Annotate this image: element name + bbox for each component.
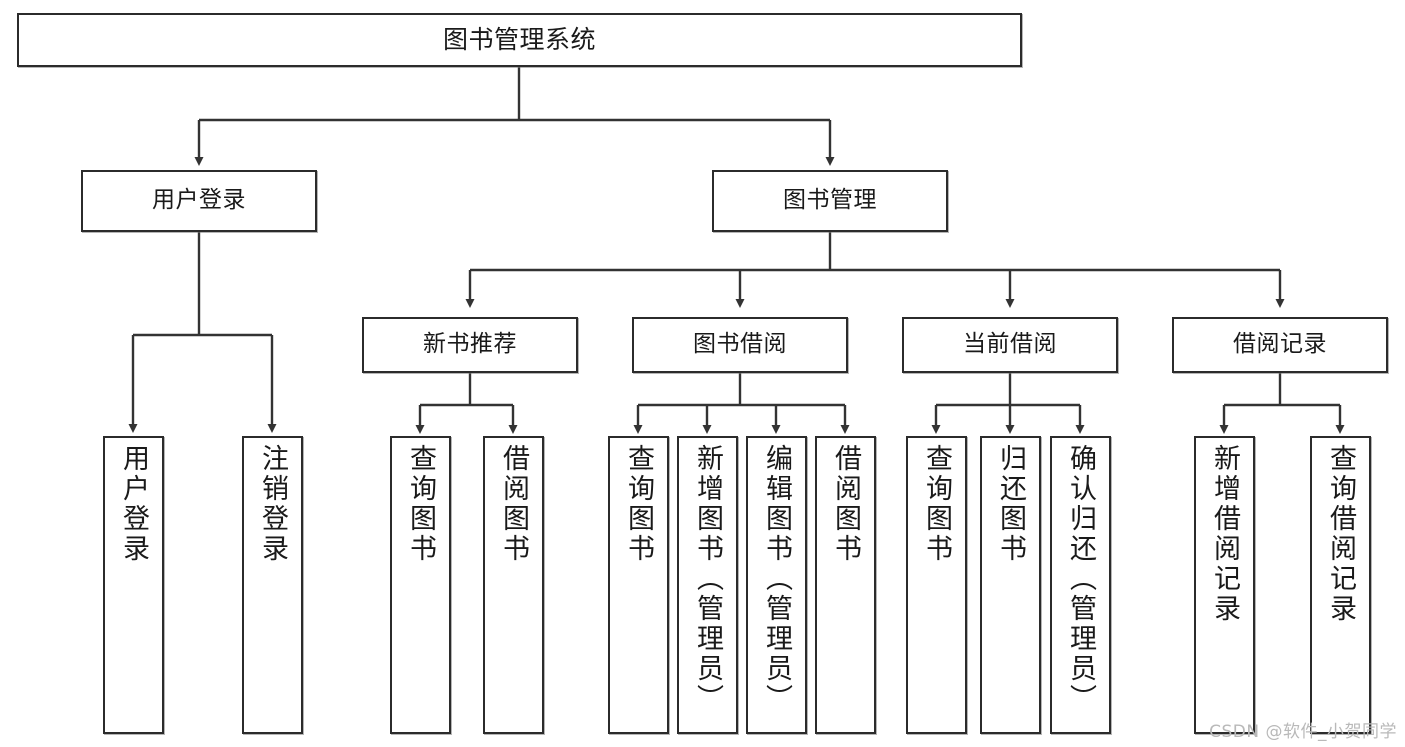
leaf-borrow-book-1[interactable]: 借阅图书 [483,436,544,734]
node-book-management-label: 图书管理 [783,187,877,214]
leaf-add-record[interactable]: 新增借阅记录 [1194,436,1255,734]
node-borrow-record-label: 借阅记录 [1233,331,1327,358]
leaf-return-book[interactable]: 归还图书 [980,436,1041,734]
leaf-edit-book-label: 编辑图书（管理员） [761,444,792,714]
node-book-borrow-label: 图书借阅 [693,331,787,358]
node-user-login[interactable]: 用户登录 [81,170,317,232]
leaf-logout[interactable]: 注销登录 [242,436,303,734]
leaf-query-record[interactable]: 查询借阅记录 [1310,436,1371,734]
leaf-user-login-label: 用户登录 [118,444,149,564]
leaf-query-book-2-label: 查询图书 [623,444,654,564]
node-book-management[interactable]: 图书管理 [712,170,948,232]
leaf-borrow-book-2[interactable]: 借阅图书 [815,436,876,734]
leaf-logout-label: 注销登录 [257,444,288,564]
leaf-add-book[interactable]: 新增图书（管理员） [677,436,738,734]
watermark: CSDN @软件_小贺同学 [1209,722,1397,742]
leaf-confirm-return[interactable]: 确认归还（管理员） [1050,436,1111,734]
node-root[interactable]: 图书管理系统 [17,13,1022,67]
leaf-add-record-label: 新增借阅记录 [1209,444,1240,624]
node-current-borrow-label: 当前借阅 [963,331,1057,358]
leaf-query-book-1-label: 查询图书 [405,444,436,564]
leaf-query-book-3[interactable]: 查询图书 [906,436,967,734]
leaf-query-record-label: 查询借阅记录 [1325,444,1356,624]
leaf-query-book-1[interactable]: 查询图书 [390,436,451,734]
leaf-borrow-book-2-label: 借阅图书 [830,444,861,564]
leaf-query-book-2[interactable]: 查询图书 [608,436,669,734]
leaf-confirm-return-label: 确认归还（管理员） [1065,444,1096,714]
node-new-book-recommend-label: 新书推荐 [423,331,517,358]
node-current-borrow[interactable]: 当前借阅 [902,317,1118,373]
leaf-query-book-3-label: 查询图书 [921,444,952,564]
leaf-edit-book[interactable]: 编辑图书（管理员） [746,436,807,734]
node-user-login-label: 用户登录 [152,187,246,214]
leaf-borrow-book-1-label: 借阅图书 [498,444,529,564]
leaf-return-book-label: 归还图书 [995,444,1026,564]
node-book-borrow[interactable]: 图书借阅 [632,317,848,373]
node-borrow-record[interactable]: 借阅记录 [1172,317,1388,373]
node-new-book-recommend[interactable]: 新书推荐 [362,317,578,373]
node-root-label: 图书管理系统 [442,25,596,55]
leaf-add-book-label: 新增图书（管理员） [692,444,723,714]
leaf-user-login[interactable]: 用户登录 [103,436,164,734]
